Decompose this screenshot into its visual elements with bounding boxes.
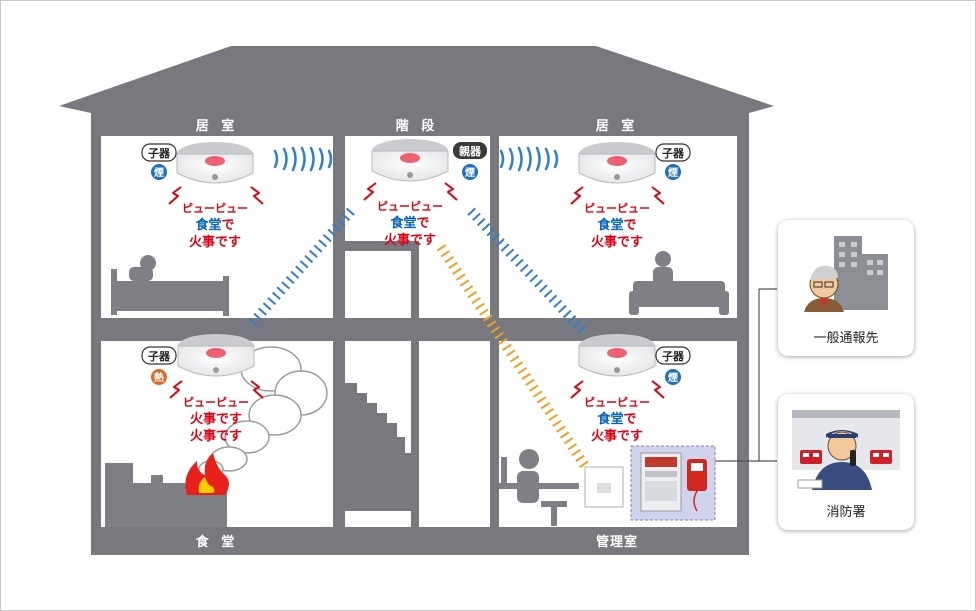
tag-child-upper-left: 子器 xyxy=(148,147,171,160)
alert-particle-upper-right: で xyxy=(624,218,637,233)
signal-wave-to-dining xyxy=(245,207,355,331)
alert-location-stairs: 食堂で xyxy=(390,215,429,231)
office-worker-icon xyxy=(804,236,888,312)
alert-particle-management: で xyxy=(624,412,637,427)
tag-child-dining: 子器 xyxy=(148,350,171,363)
alert-beep-dining: ピューピュー xyxy=(183,396,249,409)
staircase xyxy=(345,383,413,511)
tag-child-upper-right: 子器 xyxy=(662,147,685,160)
alert-beep-upper-right: ピューピュー xyxy=(584,202,650,215)
alarm-sparks xyxy=(168,182,665,399)
alert-kitchen-stairs: 食堂 xyxy=(390,215,416,231)
heat-detector-dining xyxy=(177,334,255,377)
heat-badge-dining-circle xyxy=(151,369,167,385)
smoke-badge-management-circle xyxy=(665,369,681,385)
tag-parent-stairs-box xyxy=(453,142,487,159)
smoke-detector-upper-right xyxy=(578,142,656,184)
alert-particle-stairs: で xyxy=(417,216,430,231)
signal-wave-top-right xyxy=(499,146,559,172)
room-label-management: 管理室 xyxy=(596,534,638,550)
room-label-living-left: 居 室 xyxy=(196,118,239,134)
general-contact-label: 一般通報先 xyxy=(813,331,879,346)
tag-parent-stairs: 親器 xyxy=(459,144,482,158)
smoke-detector-upper-left xyxy=(176,142,254,184)
alert-beep-stairs: ピューピュー xyxy=(377,200,443,213)
smoke-badge-upper-left: 煙 xyxy=(154,166,164,179)
smoke-badge-management: 煙 xyxy=(668,371,678,384)
stair-column-lower xyxy=(411,341,419,527)
fire-station-operator-icon xyxy=(792,410,900,490)
alert-location-upper-left: 食堂で xyxy=(195,217,234,233)
alert-kitchen-management: 食堂 xyxy=(597,411,623,427)
fire-station-label: 消防署 xyxy=(826,505,866,520)
alert-fire-dining-1: 火事です xyxy=(190,411,242,427)
smoke-badge-stairs-circle xyxy=(462,164,478,180)
alert-kitchen-upper-left: 食堂 xyxy=(195,217,221,233)
alert-fire-upper-right: 火事です xyxy=(591,234,643,250)
desk-person xyxy=(499,449,579,526)
smoke-detector-management xyxy=(578,334,656,377)
relay-unit xyxy=(584,466,624,508)
room-label-living-right: 居 室 xyxy=(596,118,639,134)
alert-fire-dining-2: 火事です xyxy=(190,428,242,444)
tag-child-upper-right-box xyxy=(655,143,691,162)
fire-station-card: 消防署 xyxy=(778,394,914,530)
tag-child-dining-box xyxy=(141,346,177,365)
alert-beep-upper-left: ピューピュー xyxy=(182,202,248,215)
tag-child-management: 子器 xyxy=(662,350,685,363)
smoke-detector-stairs xyxy=(371,139,449,182)
sofa-right xyxy=(629,251,729,315)
emergency-telephone xyxy=(687,459,707,512)
stair-landing xyxy=(345,241,417,251)
tag-child-upper-left-box xyxy=(141,143,177,162)
smoke-badge-upper-left-circle xyxy=(151,164,167,180)
alert-beep-management: ピューピュー xyxy=(584,396,650,409)
heat-badge-dining: 熱 xyxy=(154,371,164,384)
signal-wave-top-left xyxy=(273,146,333,172)
roof xyxy=(59,46,774,113)
control-panel-area xyxy=(630,445,716,521)
connection-lines xyxy=(715,288,777,462)
smoke-badge-stairs: 煙 xyxy=(465,166,475,179)
alert-location-upper-right: 食堂で xyxy=(597,217,636,233)
room-label-dining: 食 堂 xyxy=(196,534,239,550)
alert-fire-stairs: 火事です xyxy=(384,232,436,248)
general-contact-card: 一般通報先 xyxy=(778,220,914,356)
stair-column-upper xyxy=(411,241,419,318)
smoke-badge-upper-right: 煙 xyxy=(668,166,678,179)
smoke-badge-upper-right-circle xyxy=(665,164,681,180)
alert-fire-management: 火事です xyxy=(591,428,643,444)
alert-kitchen-upper-right: 食堂 xyxy=(597,217,623,233)
alert-location-management: 食堂で xyxy=(597,411,636,427)
alert-particle-upper-left: で xyxy=(222,218,235,233)
bed-left xyxy=(111,255,229,316)
room-label-stairs: 階 段 xyxy=(396,118,439,134)
alert-fire-upper-left: 火事です xyxy=(189,234,241,250)
fire-icon xyxy=(185,453,229,495)
tag-child-management-box xyxy=(655,346,691,365)
